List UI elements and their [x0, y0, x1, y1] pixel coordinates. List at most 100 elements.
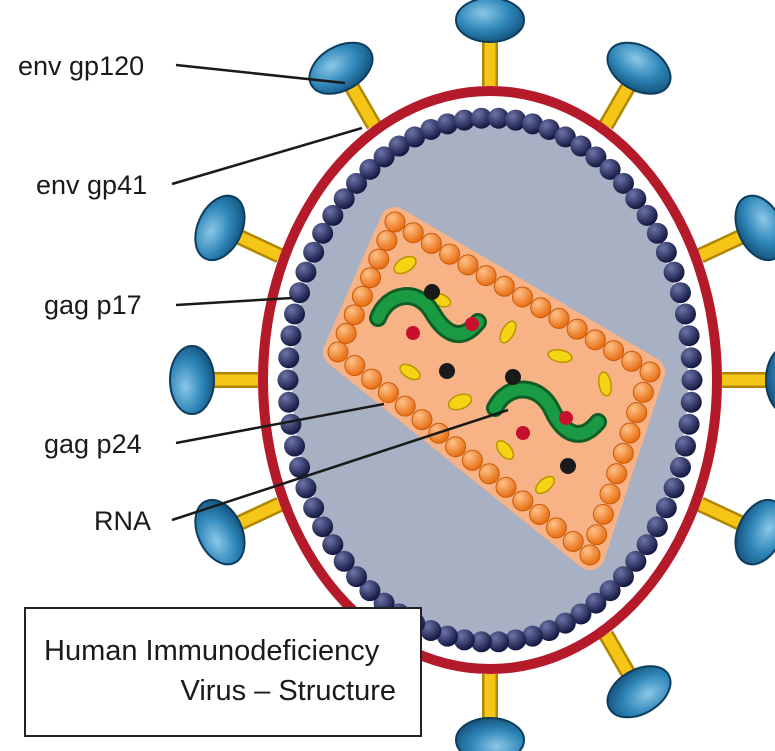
- capsid-bead: [378, 383, 398, 403]
- capsid-bead: [580, 545, 600, 565]
- gp120-knob: [726, 188, 775, 268]
- capsid-bead: [412, 410, 432, 430]
- envelope-spike: [599, 32, 680, 125]
- matrix-bead: [303, 242, 324, 263]
- matrix-bead: [664, 477, 685, 498]
- capsid-bead: [403, 223, 423, 243]
- matrix-bead: [656, 497, 677, 518]
- label-gag-p24: gag p24: [44, 429, 142, 459]
- envelope-spike: [722, 346, 775, 414]
- envelope-spike: [599, 635, 680, 728]
- matrix-bead: [280, 325, 301, 346]
- capsid-bead: [362, 369, 382, 389]
- matrix-bead: [312, 516, 333, 537]
- gp120-knob: [301, 32, 382, 104]
- matrix-bead: [679, 414, 700, 435]
- gp120-knob: [456, 0, 524, 42]
- capsid-bead: [369, 249, 389, 269]
- matrix-bead: [670, 282, 691, 303]
- capsid-bead: [513, 491, 533, 511]
- diagram-caption-box: Human Immunodeficiency Virus – Structure: [24, 607, 422, 737]
- capsid-bead: [563, 531, 583, 551]
- envelope-spike: [456, 674, 524, 751]
- caption-line-2: Virus – Structure: [181, 671, 396, 711]
- capsid-bead: [567, 319, 587, 339]
- gp120-knob: [726, 492, 775, 572]
- label-env-gp41: env gp41: [36, 170, 147, 200]
- matrix-bead: [284, 303, 305, 324]
- capsid-bead: [513, 287, 533, 307]
- matrix-bead: [679, 325, 700, 346]
- gp120-knob: [170, 346, 214, 414]
- capsid-bead: [336, 323, 356, 343]
- matrix-bead: [681, 347, 702, 368]
- capsid-bead: [604, 341, 624, 361]
- caption-line-1: Human Immunodeficiency: [44, 631, 379, 671]
- capsid-bead: [458, 255, 478, 275]
- label-gag-p17: gag p17: [44, 290, 142, 320]
- envelope-spike: [186, 188, 280, 268]
- capsid-bead: [440, 244, 460, 264]
- capsid-bead: [385, 212, 405, 232]
- capsid-bead: [620, 423, 640, 443]
- capsid-bead: [377, 231, 397, 251]
- matrix-bead: [295, 477, 316, 498]
- capsid-bead: [585, 330, 605, 350]
- matrix-bead: [675, 436, 696, 457]
- matrix-bead: [322, 534, 343, 555]
- gp120-knob: [599, 32, 680, 104]
- matrix-bead: [280, 414, 301, 435]
- capsid-bead: [328, 342, 348, 362]
- gp120-knob: [599, 656, 680, 728]
- envelope-spike: [456, 0, 524, 86]
- envelope-spike: [700, 188, 775, 268]
- matrix-bead: [278, 392, 299, 413]
- matrix-bead: [670, 457, 691, 478]
- matrix-bead: [278, 370, 299, 391]
- capsid-bead: [613, 443, 633, 463]
- capsid-bead: [421, 233, 441, 253]
- capsid-bead: [479, 464, 499, 484]
- capsid-bead: [640, 362, 660, 382]
- capsid-bead: [361, 268, 381, 288]
- envelope-spike: [170, 346, 258, 414]
- capsid-bead: [345, 356, 365, 376]
- matrix-bead: [647, 223, 668, 244]
- capsid-bead: [587, 525, 607, 545]
- matrix-bead: [312, 223, 333, 244]
- matrix-bead: [647, 516, 668, 537]
- matrix-bead: [664, 262, 685, 283]
- matrix-bead: [682, 370, 703, 391]
- capsid-bead: [494, 276, 514, 296]
- gp120-knob: [456, 718, 524, 751]
- capsid-bead: [600, 484, 620, 504]
- matrix-bead: [681, 392, 702, 413]
- label-env-gp120: env gp120: [18, 51, 144, 81]
- matrix-bead: [675, 303, 696, 324]
- capsid-bead: [593, 504, 613, 524]
- matrix-bead: [637, 205, 658, 226]
- capsid-bead: [549, 308, 569, 328]
- capsid-bead: [476, 266, 496, 286]
- matrix-bead: [303, 497, 324, 518]
- matrix-bead: [656, 242, 677, 263]
- capsid-bead: [546, 518, 566, 538]
- matrix-bead: [289, 282, 310, 303]
- gp120-knob: [186, 188, 255, 268]
- capsid-bead: [607, 464, 627, 484]
- capsid-bead: [622, 351, 642, 371]
- envelope-spike: [700, 492, 775, 572]
- capsid-bead: [633, 382, 653, 402]
- matrix-bead: [278, 347, 299, 368]
- capsid-bead: [531, 298, 551, 318]
- capsid-bead: [395, 396, 415, 416]
- capsid-bead: [344, 305, 364, 325]
- capsid-bead: [352, 286, 372, 306]
- envelope-spike: [186, 492, 280, 572]
- capsid-bead: [530, 504, 550, 524]
- capsid-bead: [627, 403, 647, 423]
- label-rna: RNA: [94, 506, 151, 536]
- matrix-bead: [284, 436, 305, 457]
- gp120-knob: [766, 346, 775, 414]
- capsid-bead: [446, 437, 466, 457]
